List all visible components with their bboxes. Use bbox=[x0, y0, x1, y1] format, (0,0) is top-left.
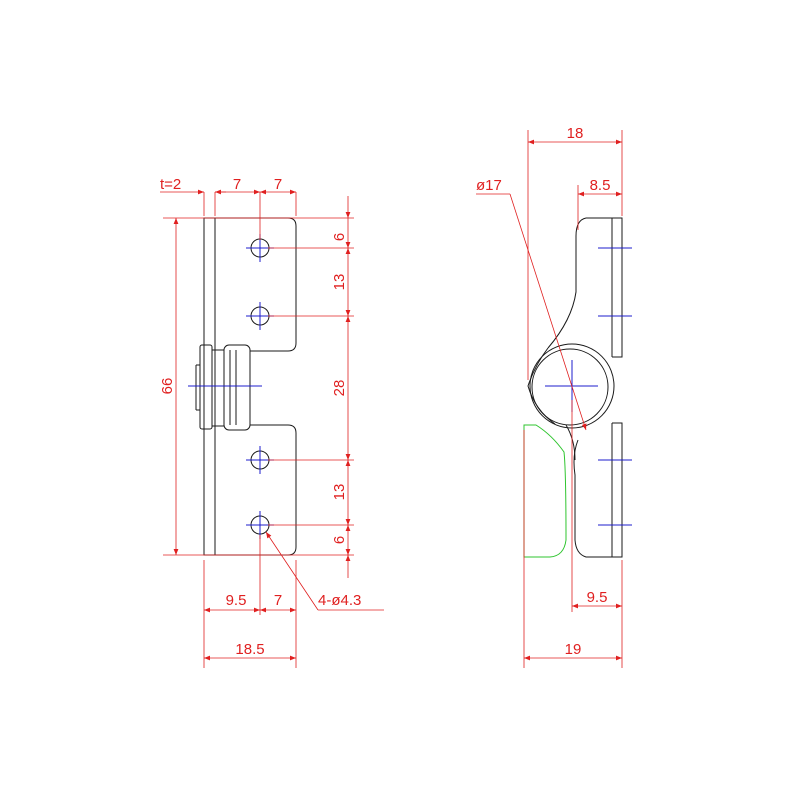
bottom-width-dimension: 19 bbox=[565, 641, 582, 658]
right-dimension-4: 13 bbox=[331, 484, 348, 501]
top-dimension-b: 7 bbox=[274, 176, 282, 193]
hole-callout: 4-ø4.3 bbox=[318, 592, 361, 609]
upper-leaf-side bbox=[586, 217, 623, 358]
thickness-dimension: t=2 bbox=[160, 176, 181, 193]
right-dimension-5: 6 bbox=[331, 536, 348, 544]
front-view-dimension-texts: t=2 7 7 66 6 13 28 13 6 9.5 7 4-ø4.3 18.… bbox=[159, 176, 361, 658]
knuckle-diameter-dimension: ø17 bbox=[476, 177, 502, 194]
top-width-dimension: 18 bbox=[567, 125, 584, 142]
overall-width-dimension: 18.5 bbox=[235, 641, 264, 658]
lower-leaf-side bbox=[573, 422, 623, 558]
knuckle-inner bbox=[223, 344, 251, 431]
bottom-dimension-a: 9.5 bbox=[226, 592, 247, 609]
knuckle-outer bbox=[199, 344, 213, 430]
side-view-centerlines bbox=[545, 247, 632, 526]
right-dimension-3: 28 bbox=[331, 380, 348, 397]
height-dimension: 66 bbox=[159, 378, 176, 395]
top-offset-dimension: 8.5 bbox=[590, 177, 611, 194]
front-view-dimension-lines bbox=[160, 189, 384, 661]
front-view-extension-lines bbox=[163, 192, 354, 668]
side-view: 18 ø17 8.5 9.5 19 bbox=[476, 125, 632, 668]
side-view-outline bbox=[523, 217, 623, 558]
knuckle-inner-circle bbox=[531, 348, 609, 426]
bottom-offset-dimension: 9.5 bbox=[587, 589, 608, 606]
upper-leaf-neck bbox=[547, 217, 587, 349]
side-view-extension-lines bbox=[523, 130, 623, 668]
front-view-centerlines bbox=[188, 234, 274, 539]
right-dimension-1: 6 bbox=[331, 233, 348, 241]
lower-leaf-neck bbox=[565, 424, 576, 461]
top-dimension-a: 7 bbox=[233, 176, 241, 193]
front-view: t=2 7 7 66 6 13 28 13 6 9.5 7 4-ø4.3 18.… bbox=[159, 176, 384, 668]
side-view-dimension-texts: 18 ø17 8.5 9.5 19 bbox=[476, 125, 610, 658]
knuckle-left-flare bbox=[527, 347, 556, 425]
alternate-outline bbox=[523, 424, 567, 558]
right-dimension-2: 13 bbox=[331, 274, 348, 291]
upper-leaf-outline bbox=[215, 217, 297, 352]
side-view-dimension-lines bbox=[476, 139, 622, 661]
knuckle-middle bbox=[211, 349, 225, 427]
bottom-dimension-b: 7 bbox=[274, 592, 282, 609]
